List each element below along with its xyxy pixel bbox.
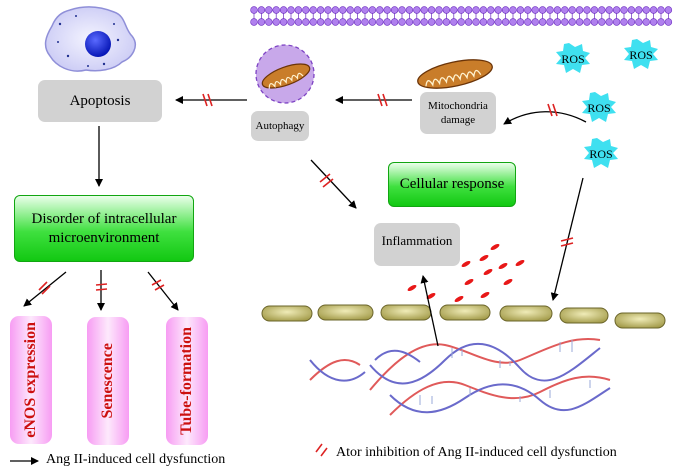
tube-formation-node: Tube-formation bbox=[166, 317, 208, 445]
ros-label-2: ROS bbox=[629, 47, 653, 62]
cellular-response-label: Cellular response bbox=[399, 176, 505, 192]
endothelial-layer bbox=[261, 304, 666, 329]
ros-label-4: ROS bbox=[589, 146, 613, 161]
disorder-label-1: Disorder of intracellular bbox=[31, 210, 177, 227]
apoptosis-label: Apoptosis bbox=[69, 92, 131, 109]
disorder-node: Disorder of intracellular microenvironme… bbox=[14, 195, 194, 262]
mitochondrion-icon bbox=[417, 59, 493, 89]
cellular-response-node: Cellular response bbox=[388, 162, 516, 207]
mitochondria-damage-node: Mitochondria damage bbox=[420, 92, 496, 134]
autophagosome-icon bbox=[255, 44, 315, 104]
ros-stars bbox=[556, 39, 658, 168]
mitochondria-damage-label-2: damage bbox=[440, 114, 476, 126]
senescence-node: Senescence bbox=[87, 317, 129, 445]
mitochondria-damage-label-1: Mitochondria bbox=[428, 100, 488, 112]
legend-arrow-label: Ang II-induced cell dysfunction bbox=[46, 452, 226, 467]
autophagy-node: Autophagy bbox=[251, 111, 309, 141]
ros-star-4 bbox=[584, 138, 618, 168]
inflammation-label: Inflammation bbox=[381, 233, 453, 248]
dna-helix-icon bbox=[309, 338, 611, 416]
cytokine-particles bbox=[407, 243, 525, 303]
enos-expression-node: eNOS expression bbox=[10, 316, 52, 444]
apoptosis-node: Apoptosis bbox=[38, 80, 162, 122]
cell-membrane bbox=[250, 6, 673, 26]
inhibition-marks bbox=[38, 93, 574, 457]
legend-inhibition-label: Ator inhibition of Ang II-induced cell d… bbox=[336, 445, 617, 460]
tube-formation-label: Tube-formation bbox=[178, 327, 195, 435]
senescence-label: Senescence bbox=[99, 343, 116, 419]
autophagy-label: Autophagy bbox=[255, 120, 305, 132]
ros-star-3 bbox=[582, 92, 616, 122]
disorder-label-2: microenvironment bbox=[48, 229, 160, 246]
ros-star-1 bbox=[556, 43, 590, 73]
ros-label-3: ROS bbox=[587, 100, 611, 115]
enos-expression-label: eNOS expression bbox=[22, 322, 39, 438]
ros-star-2 bbox=[624, 39, 658, 69]
pathway-arrows bbox=[10, 96, 587, 465]
inflammation-node: Inflammation bbox=[374, 223, 460, 266]
apoptotic-cell-icon bbox=[44, 6, 136, 72]
ros-label-1: ROS bbox=[561, 51, 585, 66]
